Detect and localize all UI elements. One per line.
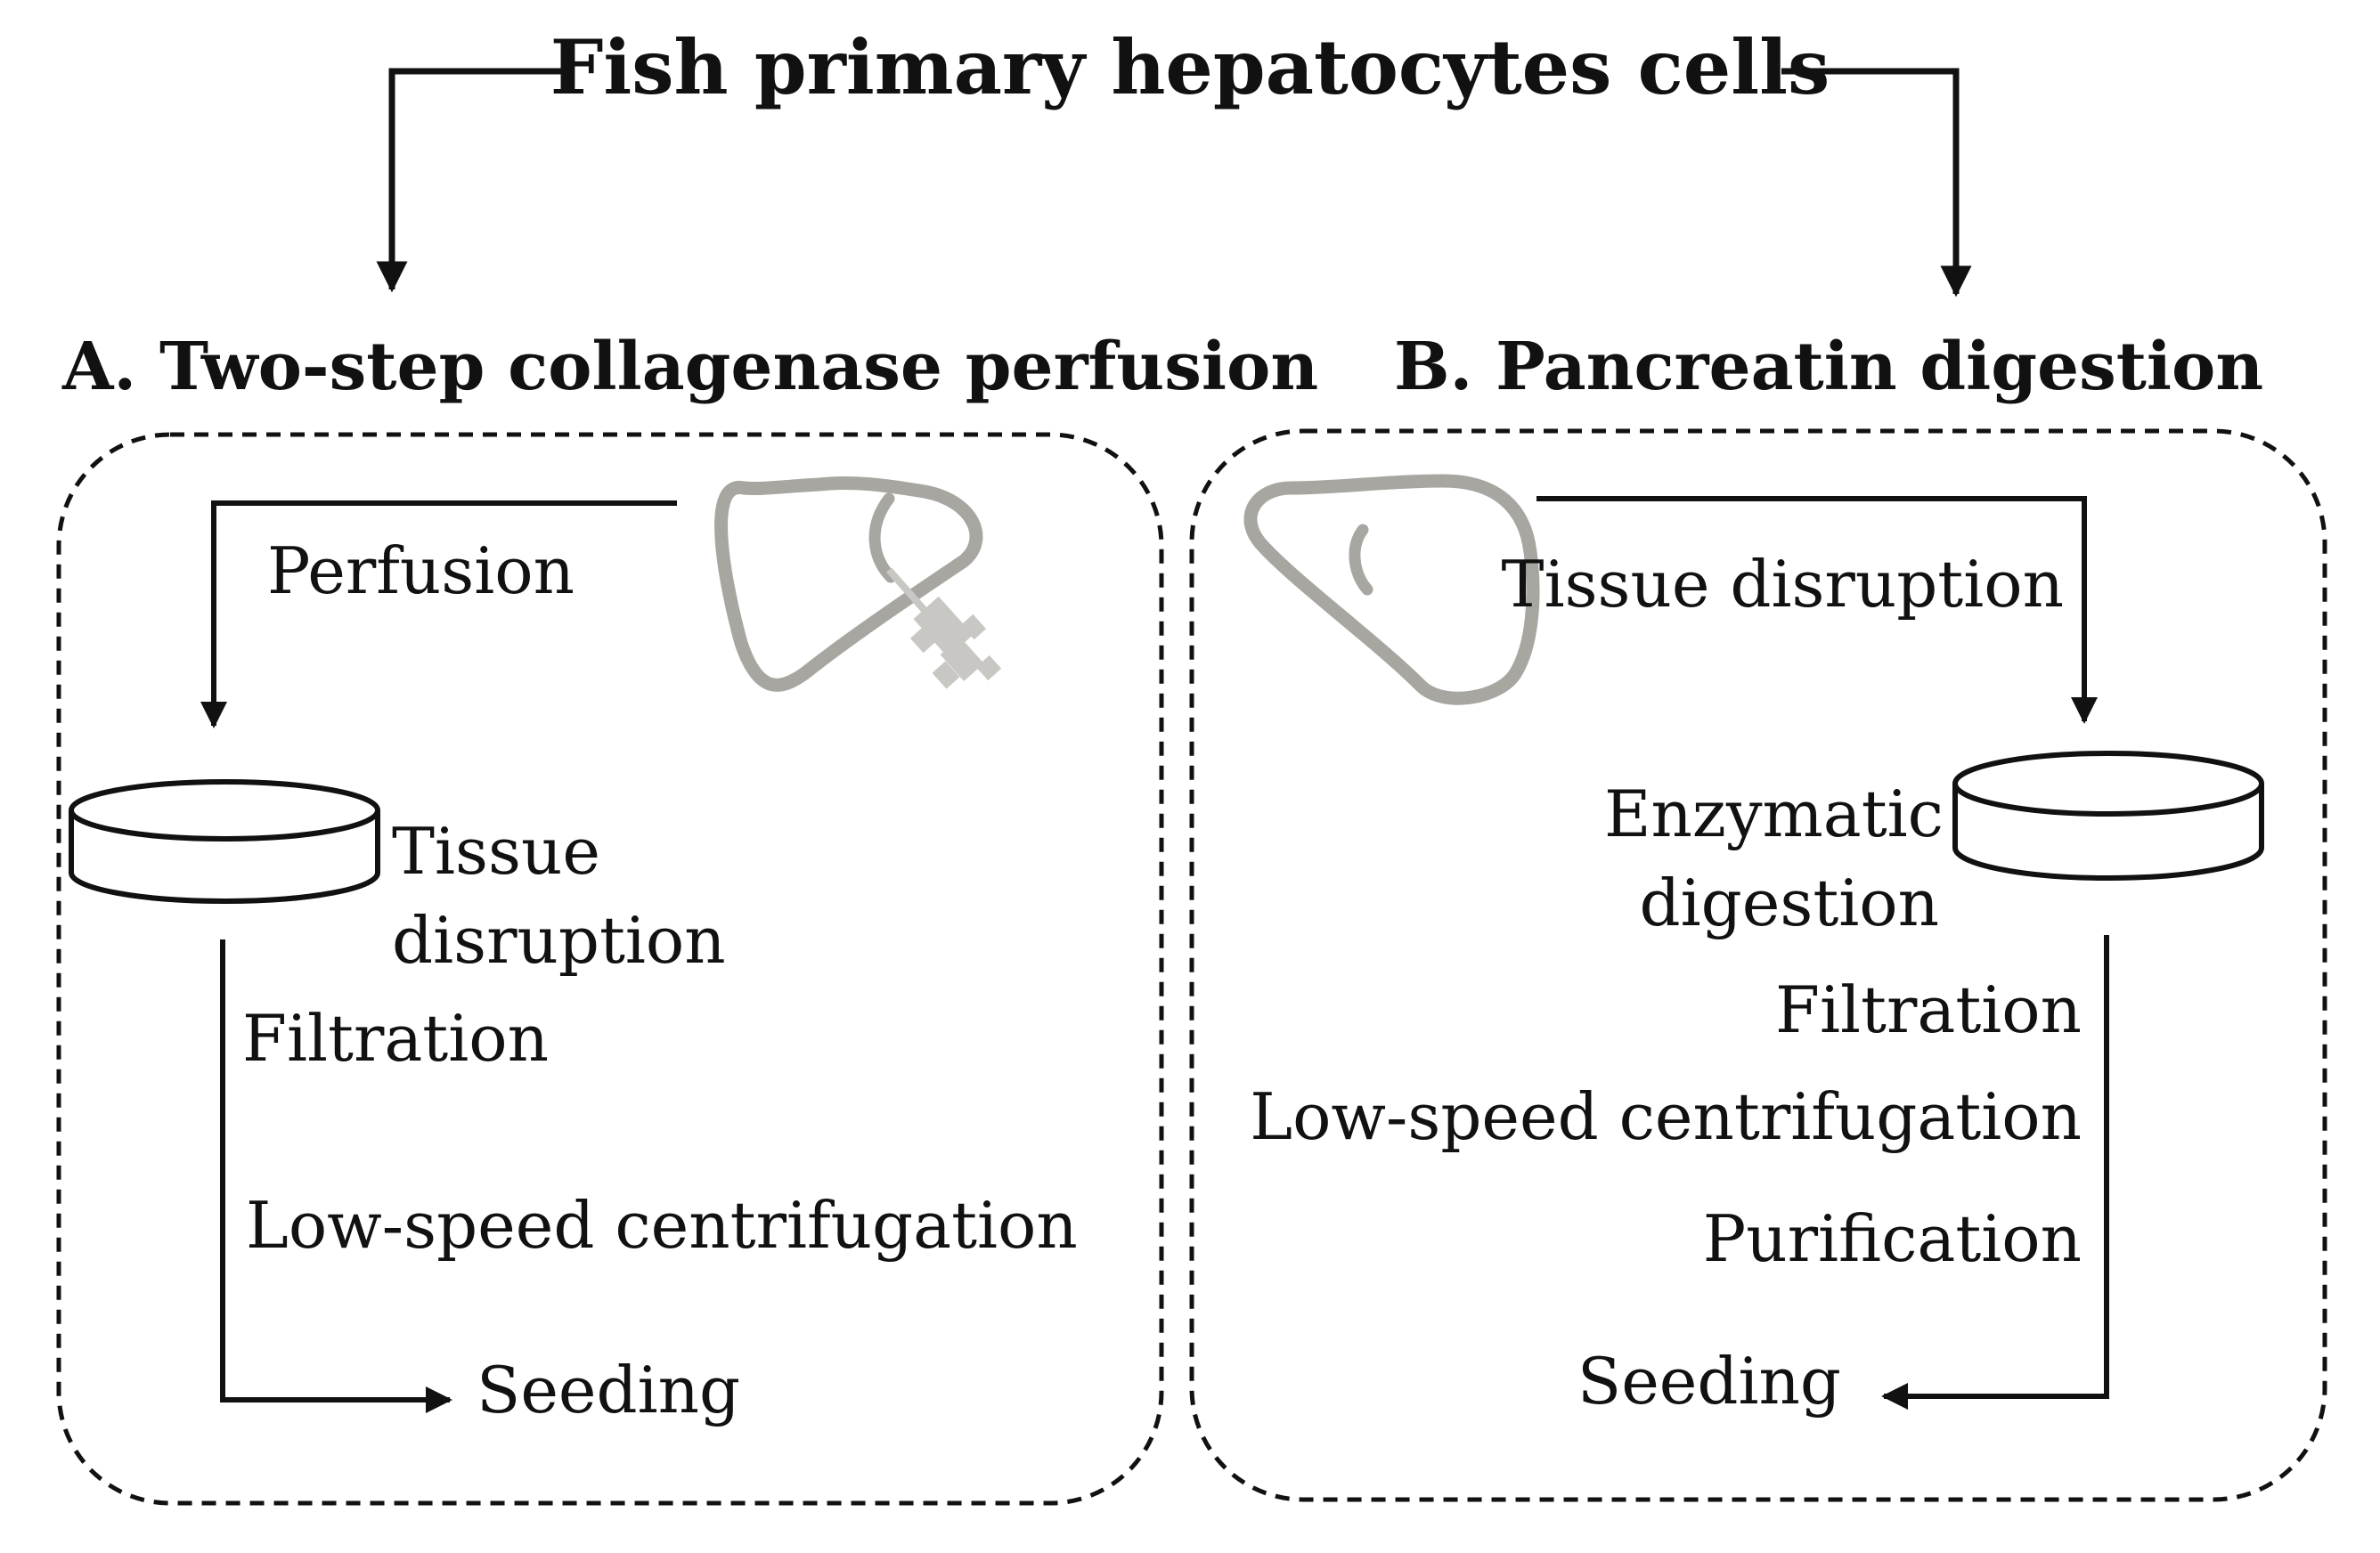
step-tissue-disruption: Tissue disruption: [1501, 547, 2064, 622]
title-arrow-left: [376, 68, 566, 293]
panel-b-frame: [1189, 428, 2327, 1502]
step-seeding: Seeding: [477, 1353, 741, 1427]
step-filtration: Filtration: [242, 1001, 549, 1076]
step-seeding: Seeding: [1577, 1344, 1841, 1419]
panel-a-frame: [56, 432, 1164, 1506]
title-arrow-right: [1781, 68, 1972, 297]
dish-icon: [1952, 751, 2264, 881]
dish-icon: [69, 779, 380, 904]
step-centrifugation: Low-speed centrifugation: [1250, 1079, 2082, 1154]
panel-b-heading: B. Pancreatin digestion: [1394, 329, 2264, 405]
step-perfusion: Perfusion: [267, 533, 575, 608]
step-filtration: Filtration: [1775, 972, 2082, 1047]
panel-b-disruption-arrow: [1536, 496, 2098, 724]
panel-b-process-arrow: [1881, 935, 2109, 1410]
step-tissue-disruption-line2: disruption: [392, 903, 726, 978]
step-tissue-disruption-line1: Tissue: [392, 814, 600, 889]
diagram-title: Fish primary hepatocytes cells: [550, 23, 1830, 111]
syringe-icon: [885, 567, 1002, 689]
step-enzymatic-line1: Enzymatic: [1603, 776, 1944, 851]
panel-a-heading: A. Two-step collagenase perfusion: [62, 329, 1319, 405]
step-purification: Purification: [1702, 1201, 2082, 1276]
panel-a-perfusion-arrow: [200, 500, 677, 728]
step-centrifugation: Low-speed centrifugation: [246, 1188, 1078, 1263]
liver-icon: [714, 476, 983, 692]
liver-icon: [1243, 474, 1540, 705]
step-enzymatic-line2: digestion: [1639, 866, 1939, 940]
panel-a-process-arrow: [220, 939, 452, 1413]
